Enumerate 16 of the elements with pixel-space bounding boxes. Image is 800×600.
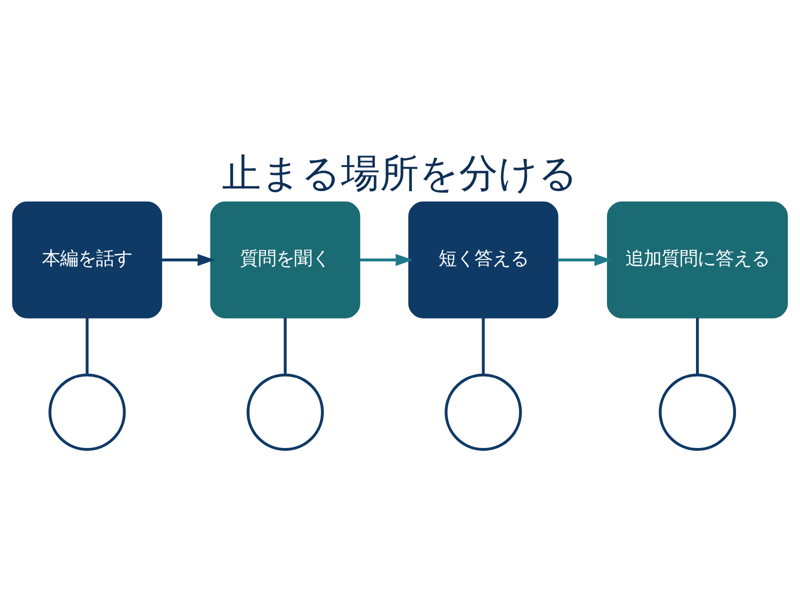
node-box: 本編を話す <box>12 202 162 318</box>
node-box: 質問を聞く <box>210 202 360 318</box>
node-circle <box>658 374 736 451</box>
connector <box>482 318 485 375</box>
arrow <box>360 254 413 266</box>
diagram-title: 止まる場所を分ける <box>222 151 578 196</box>
node-box: 追加質問に答える <box>606 202 788 318</box>
arrow <box>162 254 215 266</box>
connector <box>284 318 287 375</box>
node-circle <box>444 374 522 451</box>
node-box: 短く答える <box>408 202 558 318</box>
connector <box>696 318 699 375</box>
node-circle <box>48 374 126 451</box>
node-circle <box>246 374 324 451</box>
connector <box>86 318 89 375</box>
arrow <box>558 254 612 266</box>
